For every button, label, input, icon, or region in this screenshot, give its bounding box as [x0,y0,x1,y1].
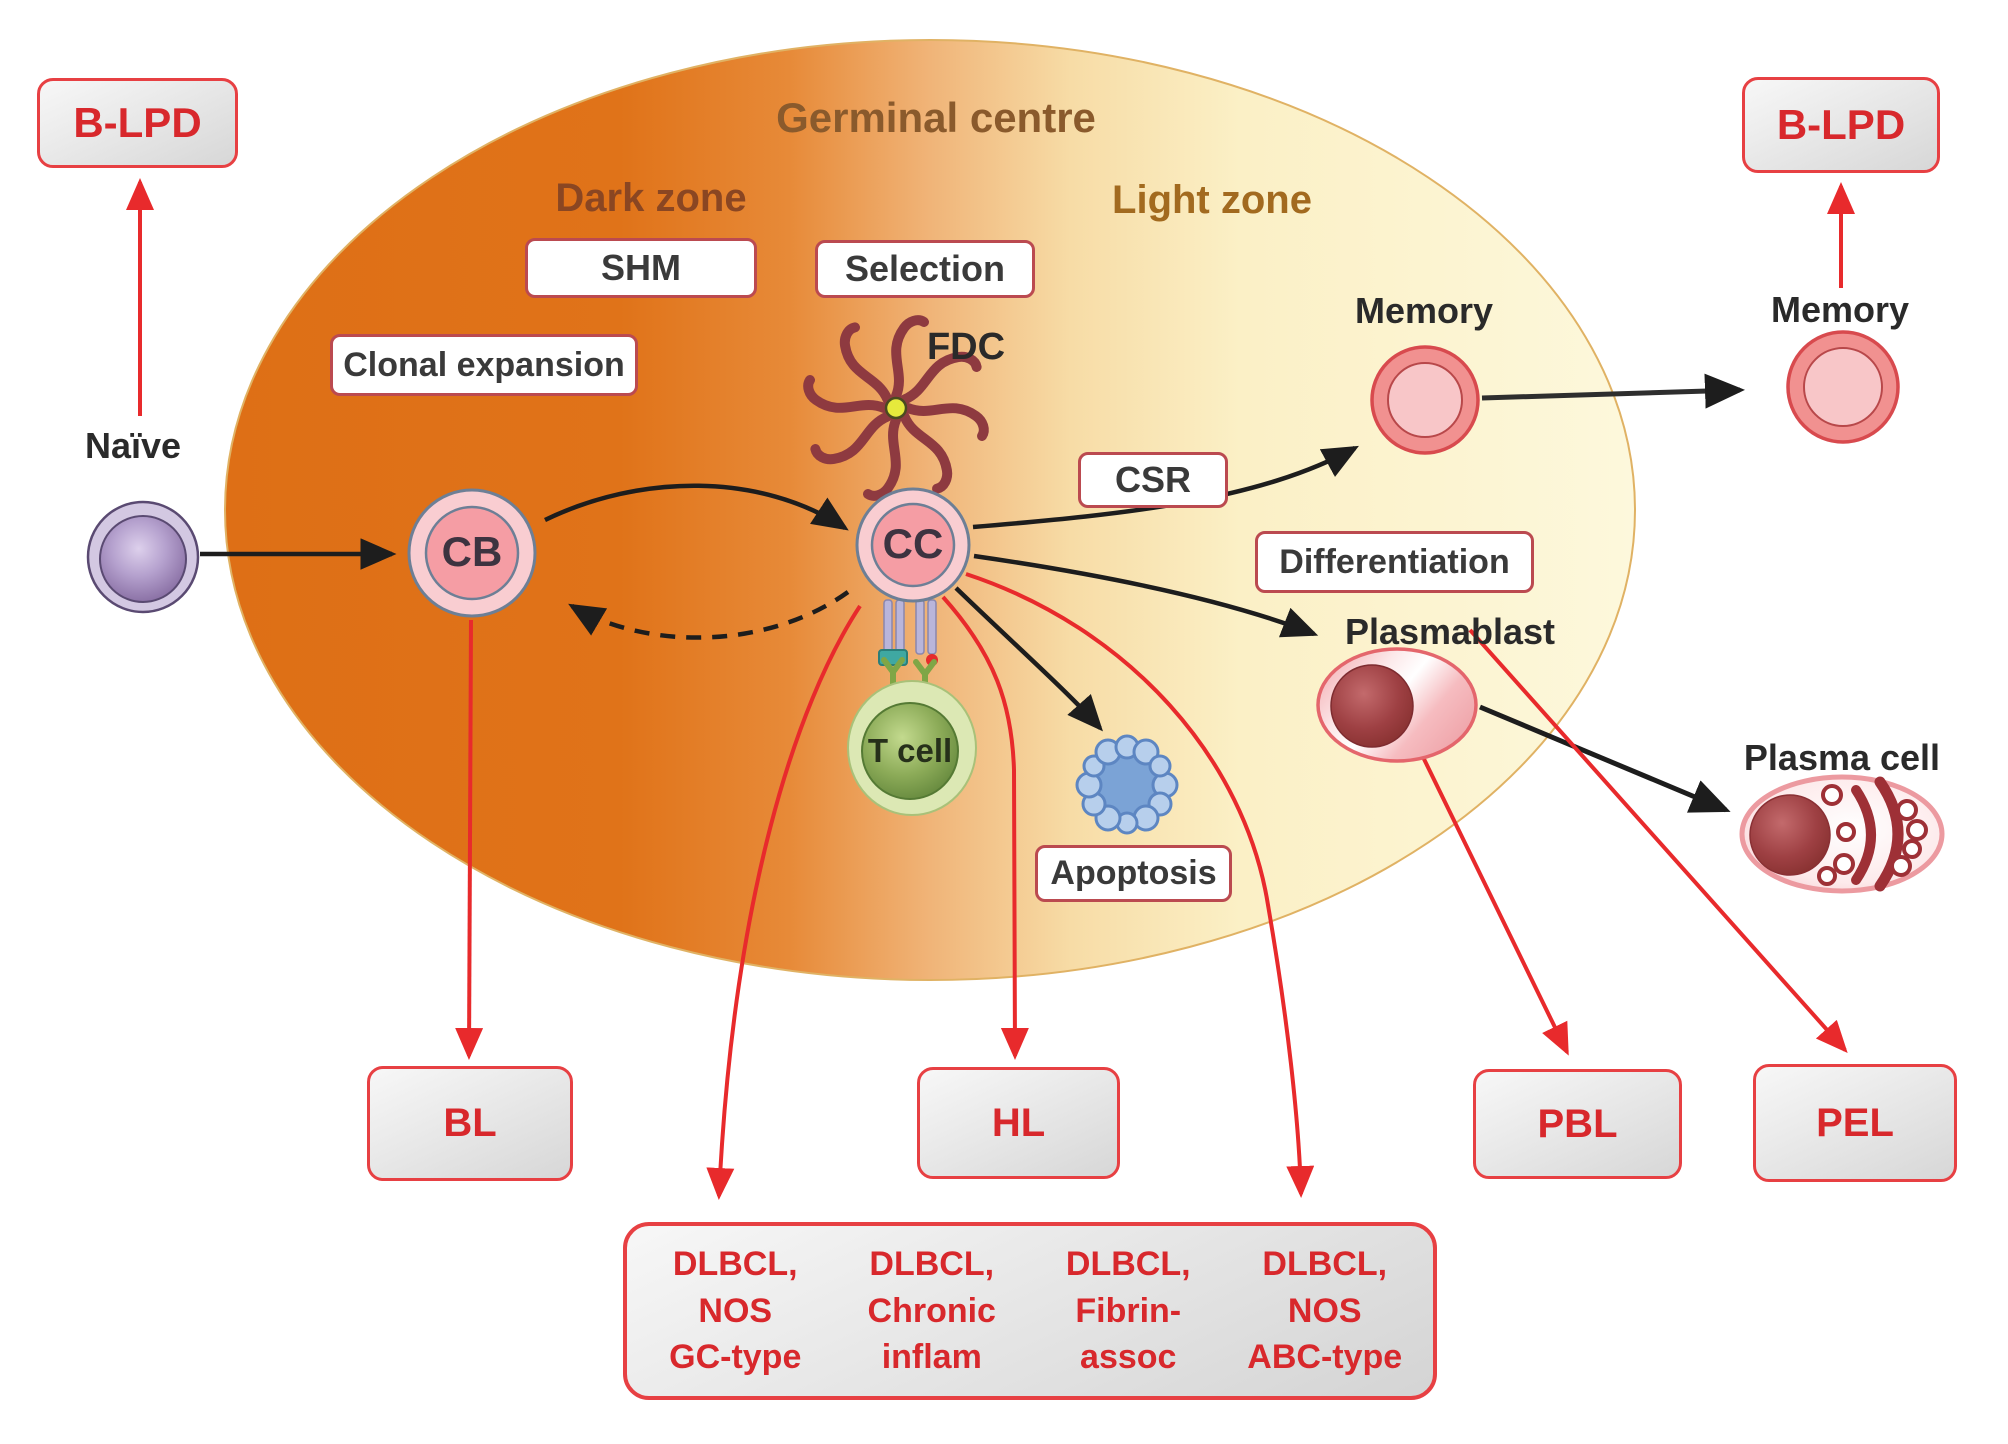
arrow-cb-to-bl [455,619,484,1060]
fdc-label: FDC [926,326,1006,368]
arrow-cb-to-cc [544,483,849,531]
csr-box: CSR [1078,452,1228,508]
dlbcl-fa-line1: DLBCL, [1065,1244,1191,1283]
naive-cell [86,500,200,614]
dlbcl-ci-line3: inflam [881,1338,982,1377]
light-zone-label: Light zone [1112,178,1312,222]
arrow-cc-to-dlbcl-abc [965,572,1315,1198]
dlbcl-gc-line2: NOS [698,1291,773,1330]
shm-box: SHM [525,238,757,298]
blpd-left-box: B-LPD [37,78,238,168]
arrow-plasmablast-to-pel [1468,628,1848,1053]
page-title: Germinal centre [776,94,1096,141]
dlbcl-col-chronic-inflam: DLBCL, Chronic inflam [834,1241,1031,1382]
memory-cell-outside [1786,330,1900,444]
arrow-cc-to-hl [941,595,1029,1060]
dlbcl-abc-line1: DLBCL, [1262,1244,1388,1283]
plasmablast-label: Plasmablast [1344,611,1556,652]
cc-cell [855,487,971,603]
arrow-cc-to-apoptosis [954,586,1103,732]
arrow-cc-to-cb-dashed [568,590,850,640]
memory-cell-gc [1370,345,1480,455]
naive-label: Naïve [84,425,182,466]
arrow-plasmablast-to-pbl [1421,756,1569,1056]
memory-gc-label: Memory [1354,290,1494,331]
arrow-plasmablast-to-plasma-cell [1479,704,1731,813]
t-cell [847,680,977,816]
arrow-memory-to-memory [1481,373,1745,409]
plasmablast-cell [1316,647,1478,763]
differentiation-box: Differentiation [1255,531,1534,593]
cc-label: CC [882,520,944,567]
bl-box: BL [367,1066,573,1181]
apoptosis-box: Apoptosis [1035,845,1232,902]
apoptosis-cell [1075,734,1179,835]
clonal-expansion-box: Clonal expansion [330,334,638,396]
dlbcl-abc-line3: ABC-type [1247,1338,1403,1377]
dlbcl-col-gc-type: DLBCL, NOS GC-type [637,1241,834,1382]
fdc-icon [803,315,989,501]
cb-label: CB [441,528,503,575]
dlbcl-gc-line3: GC-type [669,1338,802,1377]
cb-cell [407,488,537,618]
dlbcl-box: DLBCL, NOS GC-type DLBCL, Chronic inflam… [623,1222,1437,1400]
pel-box: PEL [1753,1064,1957,1182]
arrow-cc-to-dlbcl-gc [706,604,862,1200]
t-cell-label: T cell [867,732,953,769]
dlbcl-gc-line1: DLBCL, [672,1244,798,1283]
dark-zone-label: Dark zone [555,176,747,220]
dlbcl-ci-line1: DLBCL, [869,1244,995,1283]
pbl-box: PBL [1473,1069,1682,1179]
plasma-cell [1739,774,1945,894]
dlbcl-fa-line3: assoc [1080,1338,1177,1377]
dlbcl-col-abc-type: DLBCL, NOS ABC-type [1227,1241,1424,1382]
dlbcl-ci-line2: Chronic [867,1291,996,1330]
memory-outside-label: Memory [1770,289,1910,330]
dlbcl-abc-line2: NOS [1287,1291,1362,1330]
arrows-layer [126,178,1855,1200]
hl-box: HL [917,1067,1120,1179]
dlbcl-fa-line2: Fibrin- [1075,1291,1182,1330]
blpd-right-box: B-LPD [1742,77,1940,173]
selection-box: Selection [815,240,1035,298]
plasma-cell-label: Plasma cell [1743,737,1941,778]
dlbcl-col-fibrin-assoc: DLBCL, Fibrin- assoc [1030,1241,1227,1382]
arrow-cc-to-plasmablast [973,553,1319,638]
